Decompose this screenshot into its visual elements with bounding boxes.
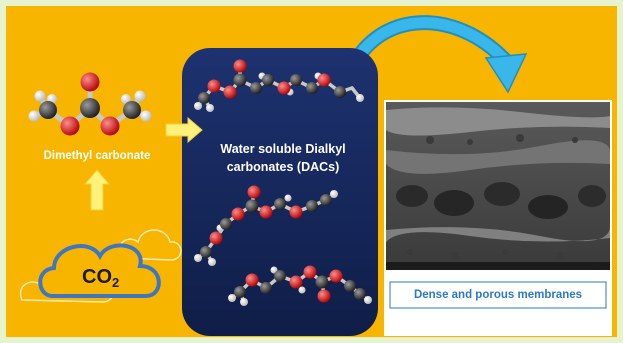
block-arrow-up-icon — [83, 169, 111, 211]
molecule-dmc-icon — [28, 72, 152, 136]
block-arrow-icon — [165, 116, 203, 144]
molecule-dac-icon — [194, 185, 338, 266]
co2-subscript: 2 — [112, 275, 120, 290]
curved-arrow-icon — [344, 15, 528, 94]
co2-label: CO2 — [82, 266, 119, 290]
sem-membrane-image — [384, 100, 612, 336]
co2-main-text: CO — [82, 266, 112, 288]
cloud-icon — [19, 229, 182, 303]
molecule-dac-icon — [194, 59, 364, 112]
dimethyl-carbonate-label: Dimethyl carbonate — [43, 150, 151, 162]
membranes-label: Dense and porous membranes — [413, 289, 583, 301]
dac-panel-label: Water soluble Dialkyl carbonates (DACs) — [220, 142, 346, 174]
molecule-dac-icon — [228, 265, 372, 306]
dac-panel — [182, 48, 378, 336]
